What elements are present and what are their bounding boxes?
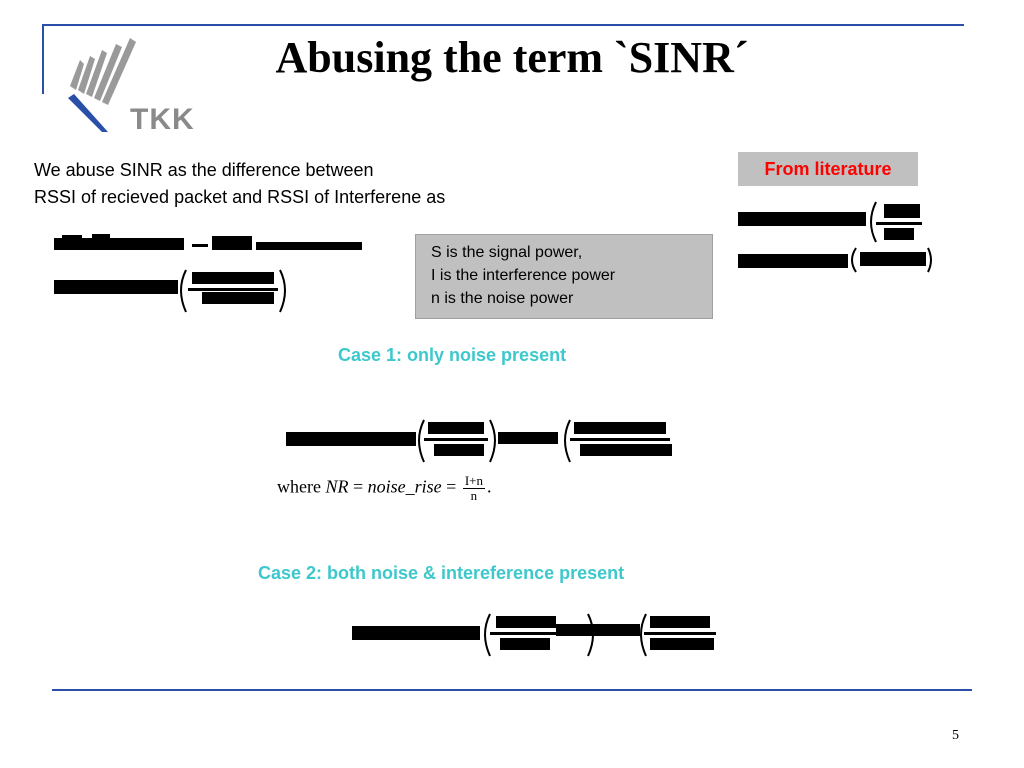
nr-eq1: = — [353, 476, 364, 497]
case2-heading: Case 2: both noise & intereference prese… — [258, 563, 625, 583]
equation-sinr-log — [52, 266, 290, 316]
case1-heading: Case 1: only noise present — [338, 345, 567, 365]
bottom-rule — [52, 689, 972, 691]
logo-text: TKK — [130, 103, 195, 136]
nr-eq2: = — [446, 476, 457, 497]
intro-line-2: RSSI of recieved packet and RSSI of Inte… — [34, 187, 446, 207]
equation-literature-2 — [736, 246, 932, 274]
literature-badge: From literature — [738, 152, 918, 186]
equation-sinr-rssi — [52, 232, 364, 258]
definition-noise: n is the noise power — [431, 290, 574, 307]
equation-case2 — [350, 612, 720, 658]
nr-where: where — [277, 476, 321, 497]
nr-name: noise_rise — [367, 476, 442, 497]
definition-interference: I is the interference power — [431, 267, 616, 284]
definitions-box: S is the signal power, I is the interfer… — [415, 234, 713, 319]
equation-case1 — [284, 416, 676, 466]
nr-denominator: n — [470, 488, 478, 503]
nr-lhs: NR — [325, 476, 349, 497]
nr-end: . — [486, 476, 492, 497]
nr-numerator: I+n — [462, 473, 485, 489]
top-rule — [42, 24, 964, 26]
page-number: 5 — [952, 728, 959, 743]
intro-line-1: We abuse SINR as the difference between — [34, 160, 374, 180]
nr-fraction: I+n n — [462, 473, 485, 503]
slide-title: Abusing the term `SINR´ — [275, 33, 749, 82]
left-rule — [42, 24, 44, 94]
equation-literature-1 — [736, 200, 926, 244]
tkk-logo — [68, 38, 136, 132]
noise-rise-definition: where NR = noise_rise = I+n n . — [277, 474, 491, 503]
definition-signal: S is the signal power, — [431, 244, 583, 261]
